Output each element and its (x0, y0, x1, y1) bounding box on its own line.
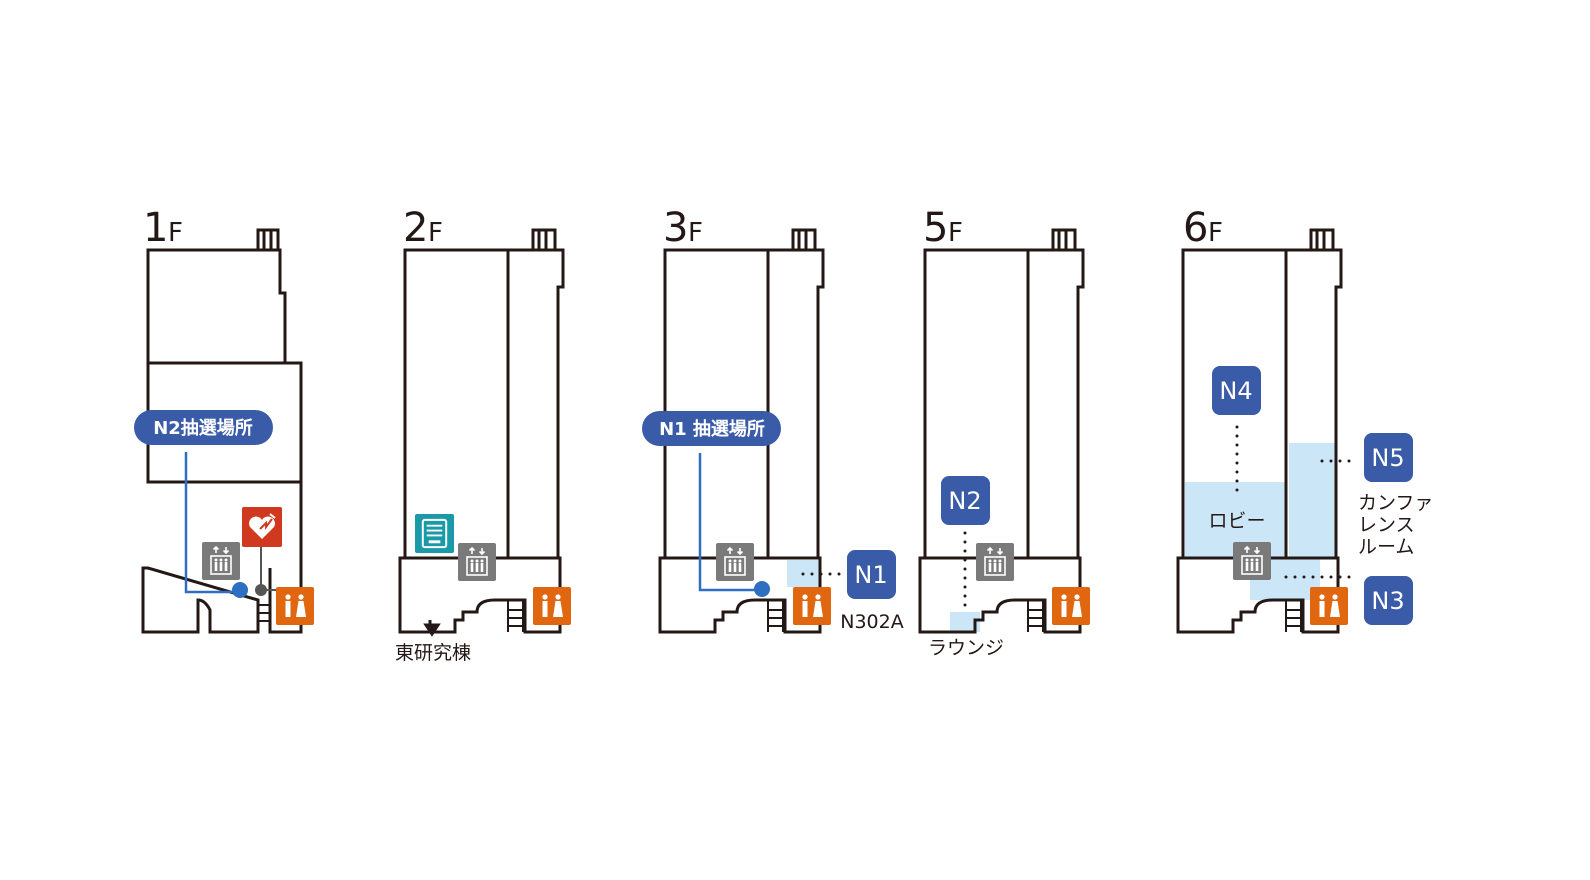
floor-6f: 6 F N4 ロビー N5 カンファ レンス ルーム N3 (1176, 205, 1433, 634)
n3-badge-label: N3 (1371, 587, 1404, 615)
floor-unit: F (428, 218, 443, 248)
lobby-label: ロビー (1208, 510, 1265, 532)
n5-badge (1364, 433, 1413, 482)
floor-number: 2 (403, 205, 428, 251)
room-outline (141, 480, 303, 634)
conference-label-line2: レンス (1358, 514, 1415, 536)
n2-badge (941, 476, 990, 525)
elevator-icon (458, 543, 496, 581)
route-line (184, 452, 240, 594)
restroom-icon (1310, 587, 1348, 625)
n1-lottery-label: N1 抽選場所 (659, 418, 765, 440)
floor-5f: 5 F N2 ラウンジ (918, 205, 1090, 659)
conference-label-line1: カンファ (1358, 492, 1433, 514)
location-marker (232, 582, 248, 598)
restroom-icon (533, 587, 571, 625)
n4-badge (1212, 366, 1261, 415)
floor-3f: 3 F N1 抽選場所 N1 N302A (642, 205, 904, 634)
aed-icon (242, 507, 282, 547)
floor-unit: F (168, 218, 183, 248)
floor-number: 6 (1183, 205, 1208, 251)
room-outline (146, 248, 287, 365)
n5-badge-label: N5 (1371, 444, 1404, 472)
floor-unit: F (688, 218, 703, 248)
aed-marker (255, 584, 267, 596)
lounge-label: ラウンジ (928, 637, 1004, 659)
elevator-icon (1233, 542, 1271, 580)
conference-label-line3: ルーム (1358, 536, 1414, 558)
restroom-icon (793, 587, 831, 625)
floor-number: 3 (663, 205, 688, 251)
arrow-down-icon (423, 620, 441, 637)
elevator-icon (976, 543, 1014, 581)
elevator-icon (202, 542, 240, 580)
floor-number: 5 (923, 205, 948, 251)
floor-2f: 2 F 東研究棟 (395, 205, 571, 664)
restroom-icon (276, 587, 314, 625)
n2-lottery-label: N2抽選場所 (153, 417, 253, 439)
n1-badge-label: N1 (854, 561, 887, 589)
elevator-icon (716, 543, 754, 581)
n2-badge-label: N2 (948, 487, 981, 515)
n3-badge (1364, 576, 1413, 625)
room-n302a-label: N302A (840, 611, 903, 633)
floor-1f: 1 F N2抽選場所 (134, 205, 314, 634)
n1-badge (847, 550, 896, 599)
route-line (698, 453, 762, 592)
vending-machine-icon (415, 514, 454, 553)
stairs (258, 604, 270, 622)
n4-badge-label: N4 (1219, 377, 1252, 405)
floor-unit: F (1208, 218, 1223, 248)
restroom-icon (1052, 587, 1090, 625)
n2-lottery-pill (134, 410, 273, 445)
east-building-label: 東研究棟 (395, 642, 471, 664)
n1-lottery-pill (642, 411, 781, 446)
floor-unit: F (948, 218, 963, 248)
conference-room-highlight (1289, 443, 1336, 558)
lounge-highlight (950, 612, 980, 632)
stair-vent (256, 228, 280, 250)
floor-number: 1 (143, 205, 168, 251)
location-marker (754, 581, 770, 597)
